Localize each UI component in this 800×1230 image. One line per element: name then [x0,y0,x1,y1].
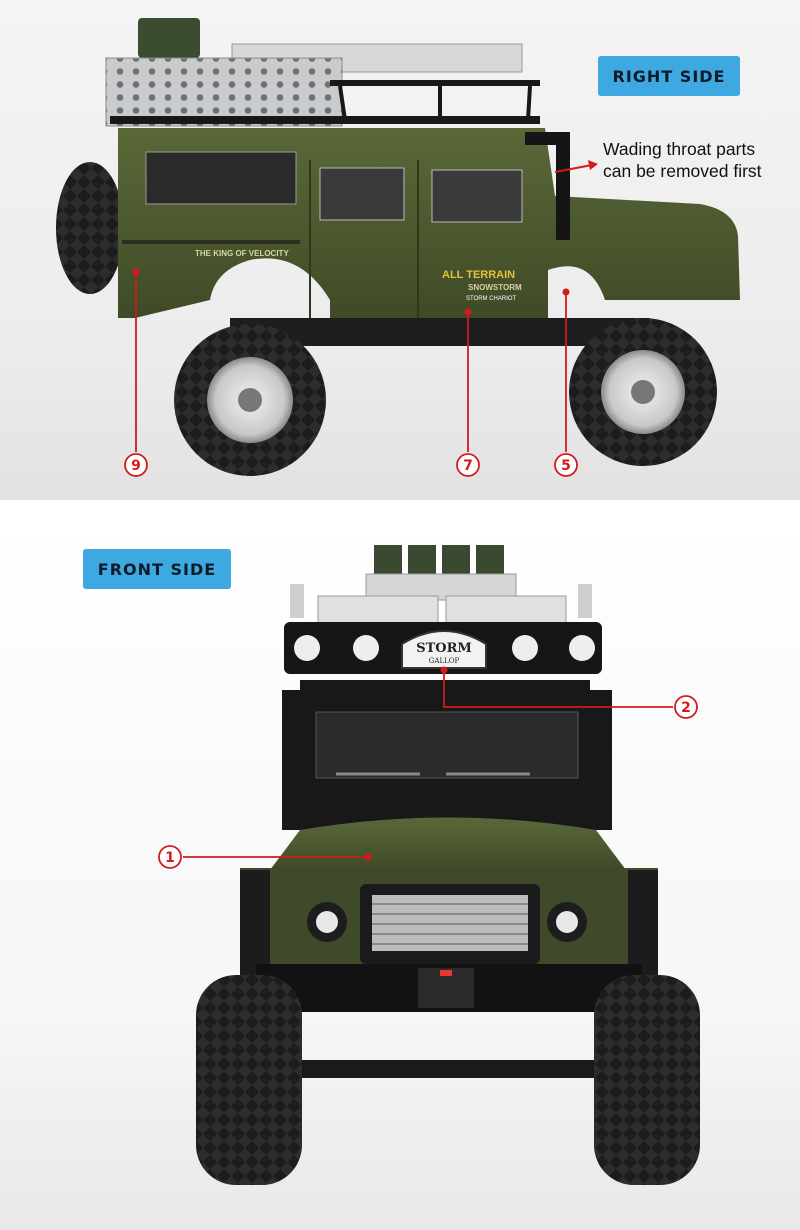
svg-text:2: 2 [681,700,691,716]
callout-2: 2 [674,695,698,719]
front-right-tire [594,975,700,1185]
chassis [230,318,650,346]
emblem-top-text: STORM [416,641,472,656]
callout-5: 5 [554,453,578,477]
all-terrain-text: ALL TERRAIN [442,269,515,281]
side-view-vehicle: THE KING OF VELOCITY ALL TERRAIN SNOWSTO… [56,18,740,476]
right-side-badge: RIGHT SIDE [598,56,740,96]
front-wheel [569,318,717,466]
rear-wheel [174,324,326,476]
front-view-vehicle: STORM GALLOP [196,545,700,1185]
front-axle [300,1060,600,1078]
rear-door-window [319,167,405,221]
callout-1: 1 [158,845,182,869]
annotation-arrow [554,160,598,173]
svg-text:1: 1 [165,850,175,866]
snorkel [525,132,570,240]
front-side-badge: FRONT SIDE [83,549,231,589]
jerry-can [138,18,200,58]
callout-9: 9 [124,453,148,477]
svg-text:7: 7 [463,458,473,474]
rear-window [145,151,297,205]
svg-text:9: 9 [131,458,141,474]
front-door-window [431,169,523,223]
storm-chariot-text: STORM CHARIOT [466,296,517,302]
callout-7: 7 [456,453,480,477]
front-left-tire [196,975,302,1185]
annotation-line-2: can be removed first [603,161,762,181]
headlight-right [556,911,578,933]
snowstorm-text: SNOWSTORM [468,283,522,292]
sand-ladder [105,57,343,127]
windshield [315,711,579,779]
side-stripe-text: THE KING OF VELOCITY [195,249,289,258]
storm-gallop-emblem [401,630,487,669]
spare-tire [56,162,124,294]
svg-text:5: 5 [561,458,571,474]
annotation-line-1: Wading throat parts [603,139,756,159]
emblem-bottom-text: GALLOP [429,657,460,665]
headlight-left [316,911,338,933]
roof-rack [110,116,540,124]
